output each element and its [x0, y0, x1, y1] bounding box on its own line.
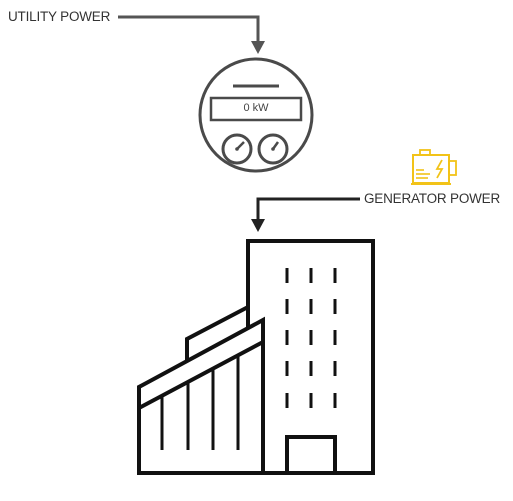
generator-icon: [411, 149, 457, 185]
office-building-icon: [137, 239, 375, 475]
utility-power-line: [118, 15, 265, 54]
electric-meter-icon: [198, 57, 314, 173]
generator-power-line: [251, 197, 360, 232]
meter-dial-right-icon: [257, 133, 289, 165]
building-door: [285, 435, 337, 475]
meter-reading: 0 kW: [243, 102, 269, 114]
meter-dial-left-icon: [221, 133, 253, 165]
tower-windows: [285, 268, 337, 408]
generator-arrowhead-icon: [251, 219, 265, 232]
generator-power-label: GENERATOR POWER: [364, 191, 501, 206]
meter-display: [209, 96, 303, 122]
utility-power-label: UTILITY POWER: [8, 9, 111, 24]
utility-arrowhead-icon: [251, 41, 265, 54]
